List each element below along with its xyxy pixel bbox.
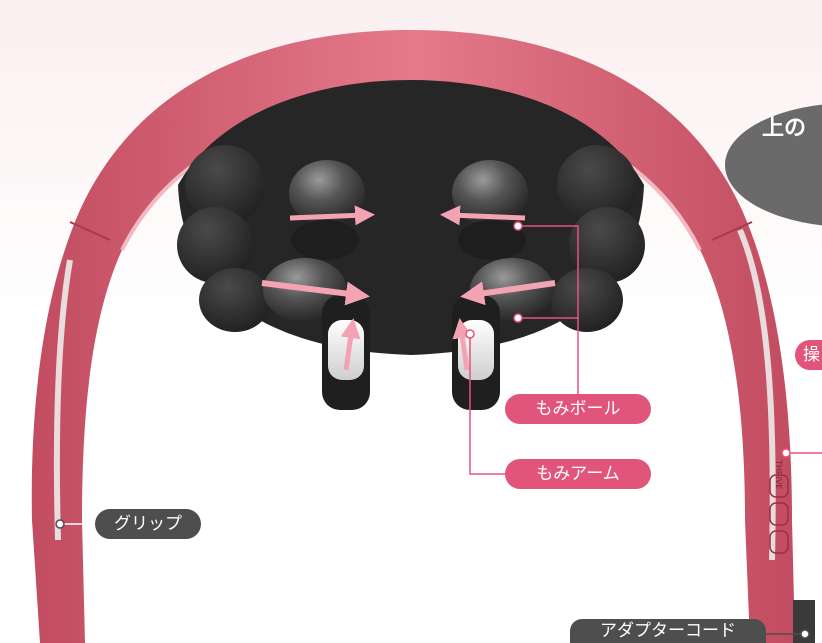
label-momi-ball: もみボール <box>505 394 651 424</box>
speech-bubble <box>725 104 822 226</box>
massage-head <box>177 80 645 410</box>
button-strong <box>769 474 789 498</box>
control-panel: THRIVE <box>769 459 815 643</box>
label-adapter-cord: アダプターコード <box>570 619 766 643</box>
brand-mark: THRIVE <box>774 459 783 489</box>
adapter-plug <box>793 600 815 643</box>
label-momi-arm: もみアーム <box>505 459 651 489</box>
label-grip: グリップ <box>95 509 201 539</box>
bubble-text: 上の <box>762 116 807 141</box>
button-power <box>769 530 789 554</box>
label-control-partial: 操 <box>795 340 822 370</box>
button-weak <box>769 502 789 526</box>
